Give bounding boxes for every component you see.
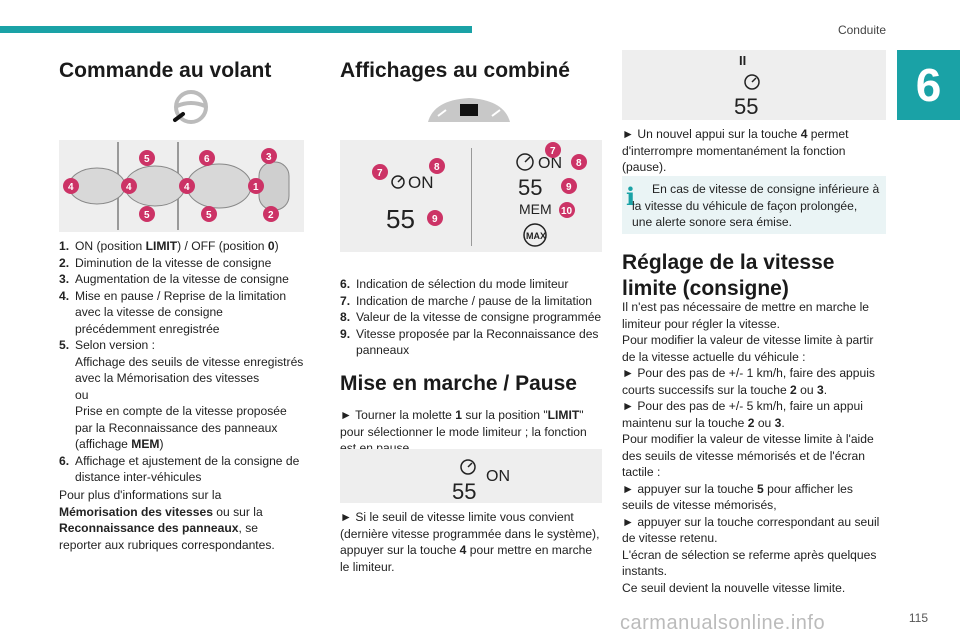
section-title: Conduite	[837, 23, 886, 37]
pause-paragraph: ► Un nouvel appui sur la touche 4 permet…	[622, 127, 849, 174]
callout-badges: 4 5 4 5 6 4 5 1 3 2	[63, 148, 279, 222]
svg-text:4: 4	[68, 182, 74, 193]
legend-item-text: Affichage et ajustement de la consigne d…	[75, 453, 300, 485]
cluster-displays-illustration: ON 55 7 8 9 ON 55 MEM MAX 7 8 9 10	[372, 142, 587, 247]
legend-item-number: 6.	[59, 453, 70, 468]
legend-item-number: 7.	[340, 293, 351, 308]
svg-text:9: 9	[566, 182, 572, 193]
limiter-paused-illustration: II 55	[734, 53, 760, 119]
limiter-on-figure: ON 55	[340, 449, 602, 504]
heading-reglage-vitesse: Réglage de la vitesse limite (consigne)	[622, 251, 835, 300]
legend-item: 1. ON (position LIMIT) / OFF (position 0)	[59, 238, 304, 255]
steering-wheel-icon	[173, 90, 208, 124]
display-speed-value-right: 55	[518, 175, 542, 200]
heading-commande-volant: Commande au volant	[59, 59, 272, 82]
limiter-on-label: ON	[486, 468, 510, 485]
svg-text:5: 5	[144, 154, 150, 165]
svg-text:8: 8	[434, 162, 440, 173]
legend-item: 7. Indication de marche / pause de la lim…	[340, 293, 602, 310]
instrument-cluster-icon	[428, 98, 510, 122]
activate-limiter-paragraph: ► Si le seuil de vitesse limite vous con…	[340, 510, 600, 574]
legend-item: 6. Indication de sélection du mode limite…	[340, 276, 602, 293]
display-on-label-right: ON	[538, 155, 562, 172]
legend-item-number: 6.	[340, 277, 351, 291]
svg-text:6: 6	[204, 154, 210, 165]
watermark: carmanualsonline.info	[620, 612, 826, 634]
heading-mise-en-marche: Mise en marche / Pause	[340, 372, 577, 395]
legend-item: 9. Vitesse proposée par la Reconnaissance…	[340, 326, 602, 359]
svg-text:7: 7	[550, 146, 556, 157]
steering-controls-figure: 4 5 4 5 6 4 5 1 3 2	[59, 140, 304, 232]
legend-item-number: 2.	[59, 255, 70, 270]
info-icon: i	[626, 182, 636, 211]
display-speed-value: 55	[386, 204, 415, 234]
cluster-displays-figure: ON 55 7 8 9 ON 55 MEM MAX 7 8 9 10	[340, 140, 602, 252]
header-accent-bar	[0, 26, 472, 33]
svg-text:1: 1	[253, 182, 259, 193]
legend-item-text: ON (position LIMIT) / OFF (position 0)	[75, 239, 279, 253]
legend-item-number: 5.	[59, 338, 70, 352]
limiter-speed-value: 55	[452, 479, 476, 503]
svg-text:3: 3	[266, 152, 272, 163]
page-number: 115	[908, 611, 928, 625]
adjust-speed-paragraph: Il n'est pas nécessaire de mettre en mar…	[622, 300, 880, 595]
legend-item: 8. Valeur de la vitesse de consigne progr…	[340, 309, 602, 326]
limiter-paused-figure: II 55	[622, 50, 886, 120]
svg-text:5: 5	[206, 210, 212, 221]
legend-item-number: 3.	[59, 272, 70, 286]
legend-item: 2. Diminution de la vitesse de consigne	[59, 255, 304, 272]
legend-item-text: Vitesse proposée par la Reconnaissance d…	[356, 326, 599, 358]
svg-text:2: 2	[268, 210, 274, 221]
legend-item-text: Indication de marche / pause de la limit…	[356, 293, 592, 308]
legend-item-text: Indication de sélection du mode limiteur	[356, 277, 569, 291]
legend-item-number: 4.	[59, 288, 70, 303]
legend-item: 4. Mise en pause / Reprise de la limitati…	[59, 288, 304, 338]
legend-item: 6. Affichage et ajustement de la consigne…	[59, 453, 304, 486]
paused-speed-value: 55	[734, 94, 758, 119]
max-label: MAX	[526, 231, 546, 241]
pause-symbol: II	[739, 53, 746, 68]
svg-text:4: 4	[126, 182, 132, 193]
legend-item-text: Augmentation de la vitesse de consigne	[75, 272, 289, 286]
legend-item-text: Diminution de la vitesse de consigne	[75, 255, 272, 270]
svg-text:4: 4	[184, 182, 190, 193]
chapter-number-tab: 6	[897, 50, 960, 120]
svg-text:7: 7	[377, 168, 383, 179]
legend-item-text: Mise en pause / Reprise de la limitation…	[75, 288, 287, 336]
legend-item-number: 1.	[59, 239, 70, 253]
legend-item-number: 8.	[340, 310, 351, 324]
more-info-paragraph: Pour plus d'informations sur la Mémorisa…	[59, 488, 275, 552]
svg-text:5: 5	[144, 210, 150, 221]
legend-item: 5. Selon version :Affichage des seuils de…	[59, 337, 304, 453]
legend-list-1: 1. ON (position LIMIT) / OFF (position 0)…	[59, 238, 304, 486]
heading-affichages-combine: Affichages au combiné	[340, 59, 570, 82]
legend-item-number: 9.	[340, 326, 351, 341]
info-note-text: En cas de vitesse de consigne inférieure…	[632, 182, 880, 229]
svg-text:10: 10	[561, 206, 573, 217]
legend-item-text: Selon version :Affichage des seuils de v…	[75, 338, 304, 451]
limiter-on-illustration: ON 55	[452, 459, 510, 504]
legend-list-2: 6. Indication de sélection du mode limite…	[340, 276, 602, 359]
svg-text:9: 9	[432, 214, 438, 225]
display-on-label: ON	[408, 173, 434, 192]
mem-label: MEM	[519, 201, 552, 217]
legend-item: 3. Augmentation de la vitesse de consigne	[59, 271, 304, 288]
steering-controls-illustration: 4 5 4 5 6 4 5 1 3 2	[63, 142, 290, 230]
info-note: i En cas de vitesse de consigne inférieu…	[622, 176, 886, 234]
legend-item-text: Valeur de la vitesse de consigne program…	[356, 310, 602, 324]
svg-text:8: 8	[576, 158, 582, 169]
